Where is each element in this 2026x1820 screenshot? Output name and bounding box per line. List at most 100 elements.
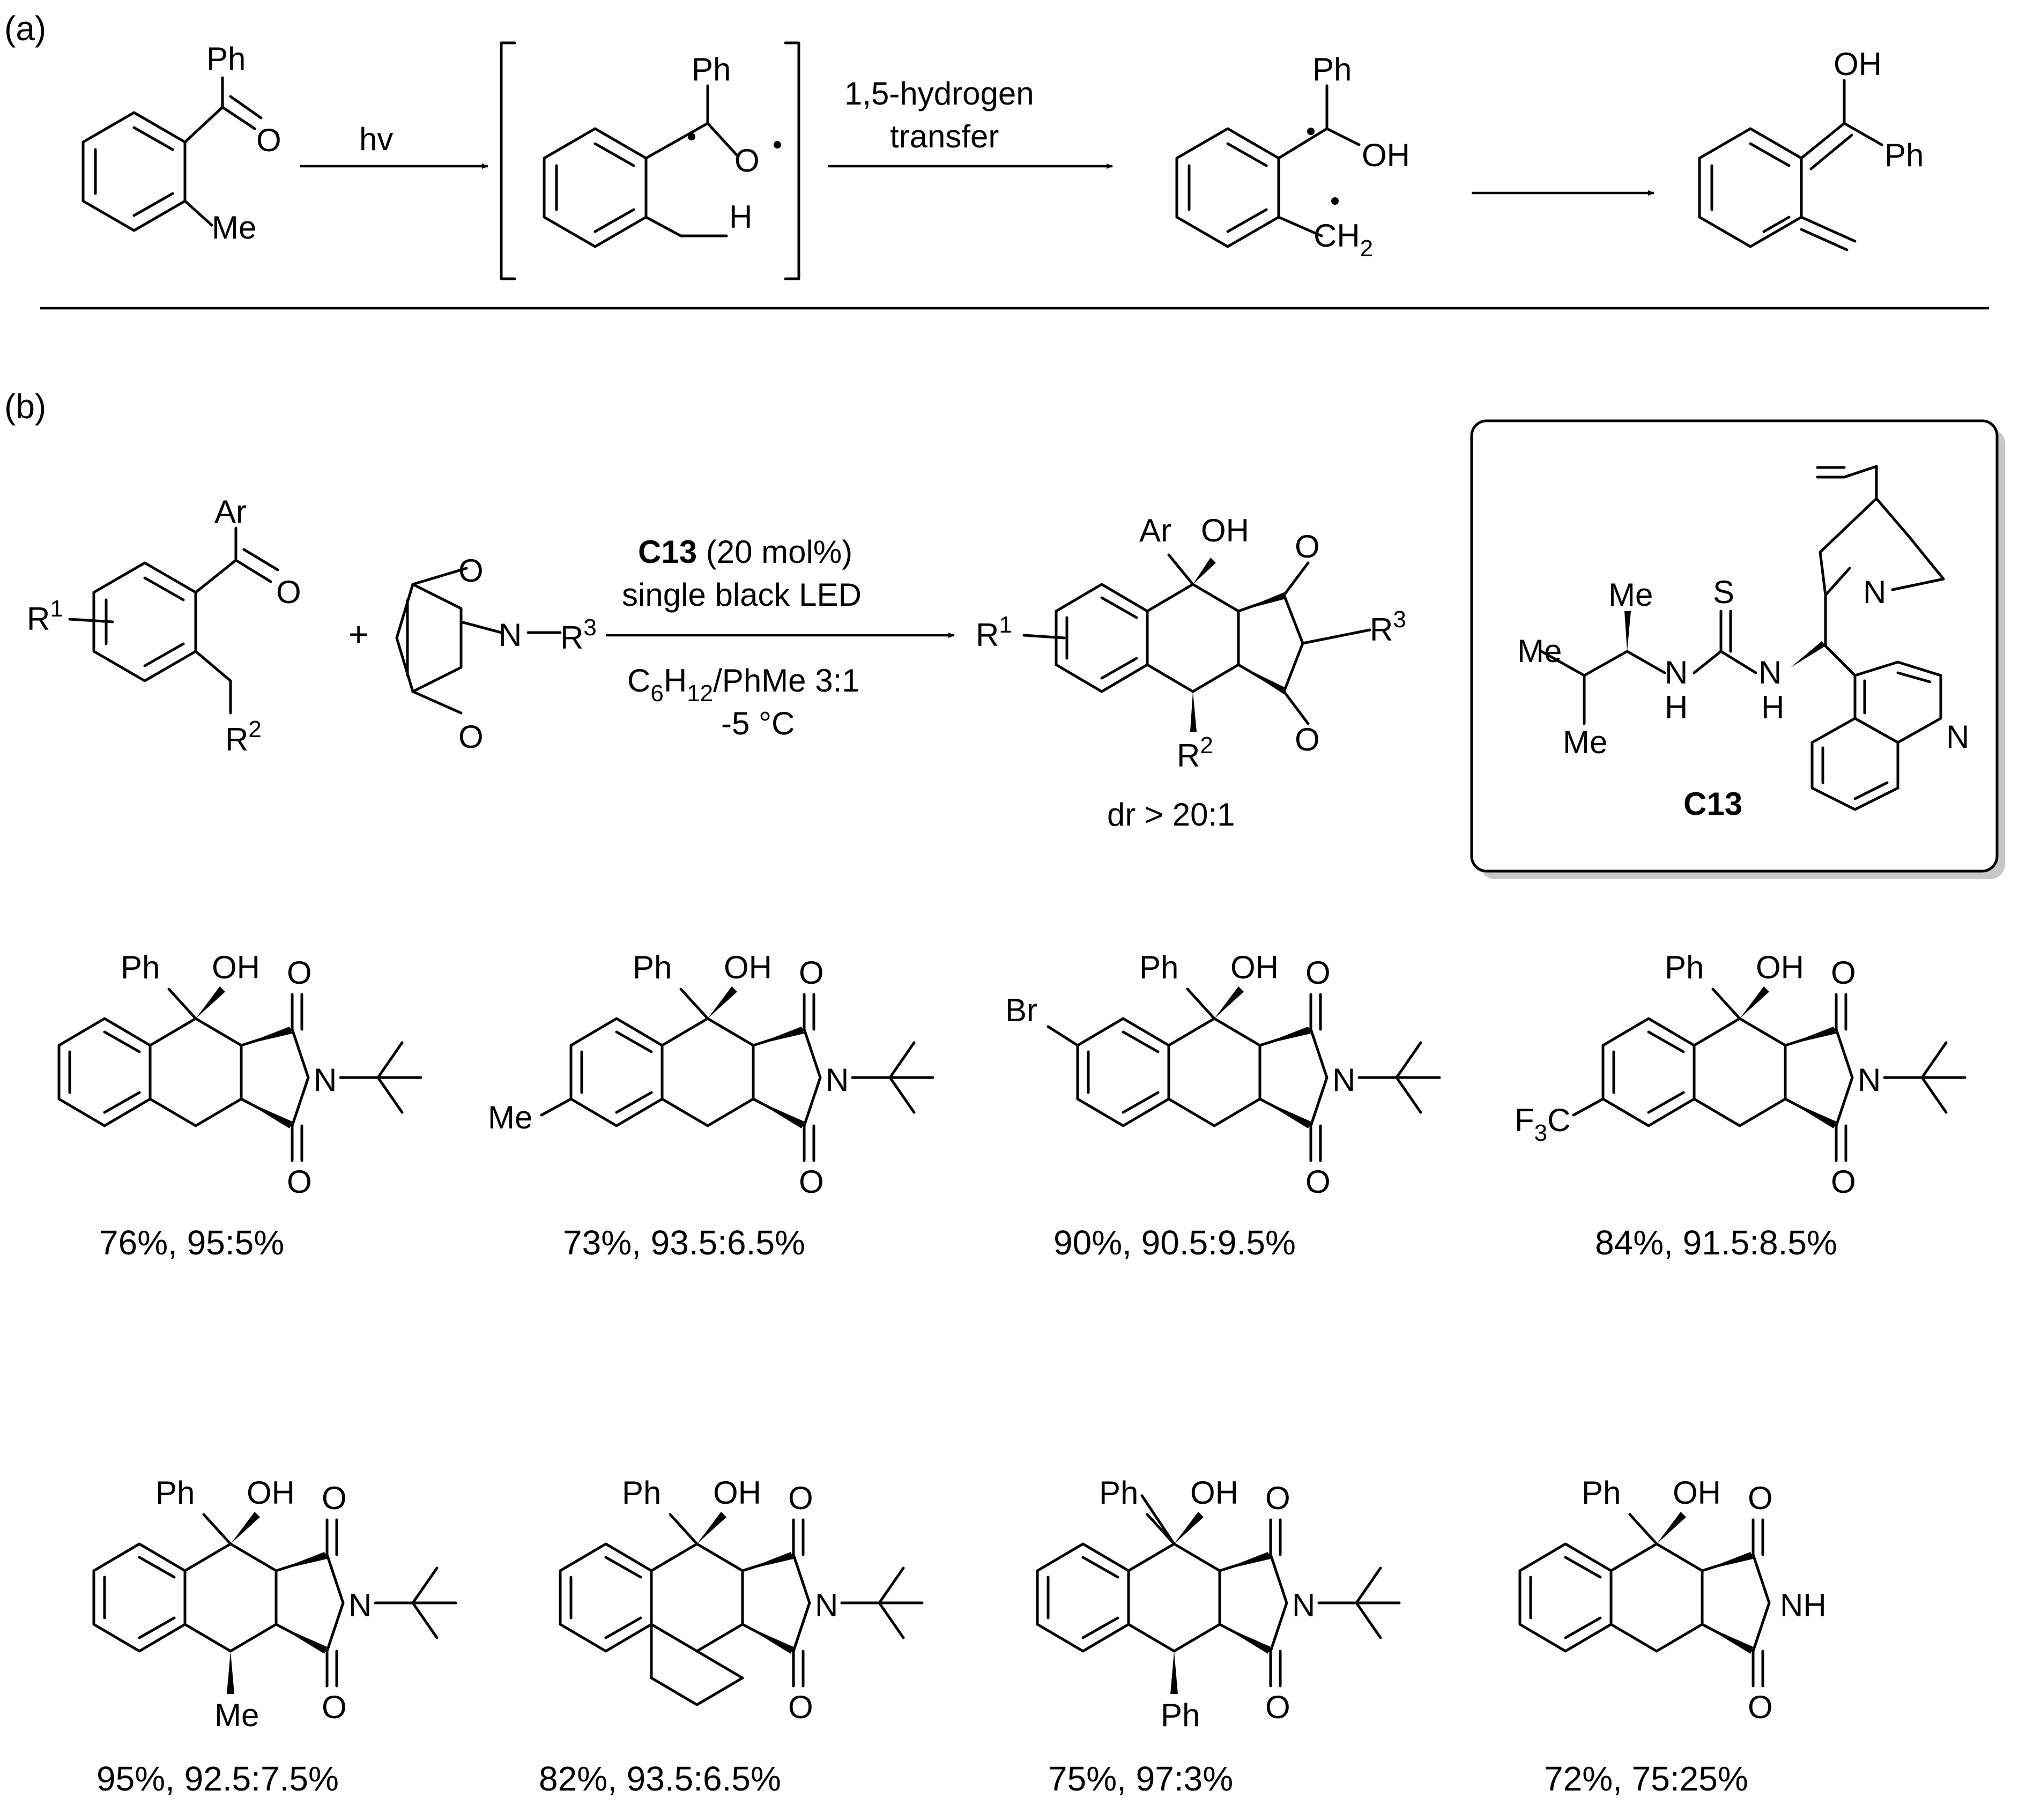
o-top-label: O [788,1480,813,1516]
oh-label: OH [212,949,260,985]
molecule-a2: Ph O H [543,51,781,248]
ph-label: Ph [1884,137,1924,173]
o-bottom-label: O [458,719,484,755]
ph-label: Ph [1161,1697,1200,1733]
o-top-label: O [1265,1480,1290,1516]
o-bottom-label: O [1295,722,1320,757]
o-bottom-label: O [1265,1689,1290,1725]
oh-label: OH [1201,512,1249,548]
me-label: Me [214,1697,259,1733]
ph-label: Ph [1665,949,1704,985]
solvent-condition: C6H12/PhMe 3:1 [627,663,860,707]
catalyst-condition: C13 (20 mol%) [638,534,852,570]
o-top-label: O [458,553,484,589]
molecule-maleimide: O O N R3 [395,553,597,755]
ph-label: Ph [1139,949,1178,985]
ph-label: Ph [1312,51,1352,87]
o-bottom-label: O [1831,1164,1856,1200]
product-result: 90%, 90.5:9.5% [1053,1223,1296,1262]
ar-label: Ar [1139,512,1171,548]
ph-label: Ph [633,949,672,985]
o-top-label: O [1748,1480,1773,1516]
h-label: H [1761,689,1784,725]
oh-label: OH [1834,46,1882,82]
oh-label: OH [1230,949,1279,985]
h-label: H [729,199,752,235]
o-bottom-label: O [1748,1689,1773,1725]
me-label: Me [1563,724,1607,760]
o-top-label: O [1295,529,1320,564]
product-result: 95%, 92.5:7.5% [97,1759,339,1798]
r2-label: R2 [225,716,262,757]
ph-label: Ph [121,949,160,985]
panel-a-label: (a) [4,9,46,48]
ph-label: Ph [622,1475,661,1511]
carbonyl-o-label: O [256,122,281,158]
s-label: S [1713,574,1734,610]
r1-label: R1 [976,612,1012,653]
n-label: N [815,1587,838,1623]
product-result: 82%, 93.5:6.5% [539,1759,781,1798]
oh-label: OH [1362,137,1410,173]
methyl-label: Me [212,210,256,246]
o-top-label: O [322,1480,347,1516]
product-3: Ph OH O O N Br [1005,949,1441,1200]
bracket-left [500,41,516,280]
molecule-a3: Ph OH CH2 [1175,51,1410,262]
oxy-radical-label: O [734,143,760,179]
ph-label: Ph [1582,1475,1621,1511]
r3-label: R3 [560,614,597,656]
molecule-a1: Ph O Me [81,41,281,246]
br-label: Br [1005,992,1037,1028]
me-label: Me [488,1100,532,1135]
quinoline-n-label: N [1946,719,1969,755]
oh-label: OH [1673,1475,1721,1511]
hat-label-2: transfer [890,118,999,154]
o-bottom-label: O [1305,1164,1331,1200]
o-top-label: O [799,955,824,991]
h-label: H [1665,689,1688,725]
n-label: N [1332,1062,1355,1098]
n-label: N [314,1062,337,1098]
oh-label: OH [713,1475,761,1511]
ph-label: Ph [1099,1475,1138,1511]
product-result: 73%, 93.5:6.5% [563,1223,805,1262]
n-label: N [1758,655,1782,690]
ph-label: Ph [692,51,731,87]
o-bottom-label: O [287,1164,312,1200]
product-result: 76%, 95:5% [99,1223,284,1262]
n-label: N [499,617,522,653]
n-label: N [826,1062,849,1098]
o-bottom-label: O [322,1689,347,1725]
product-result: 72%, 75:25% [1544,1759,1748,1798]
o-top-label: O [1305,955,1331,991]
product-result: 84%, 91.5:8.5% [1595,1223,1837,1262]
dr-label: dr > 20:1 [1107,797,1235,833]
catalyst-name: C13 [1683,786,1742,822]
o-bottom-label: O [799,1164,824,1200]
bracket-right [784,41,800,280]
oh-label: OH [247,1475,295,1511]
ph-label: Ph [155,1475,195,1511]
me-label: Me [1517,633,1562,669]
product-8: Ph OH O O NH [1518,1475,1827,1725]
o-top-label: O [1831,955,1856,991]
n-label: N [1292,1587,1315,1623]
cf3-label: F3C [1515,1102,1570,1146]
oh-label: OH [1190,1475,1238,1511]
o-top-label: O [287,955,312,991]
panel-b-label: (b) [4,387,46,426]
molecule-a4: OH Ph [1698,46,1924,251]
quinuclidine-n-label: N [1863,574,1886,610]
product-7: Ph OH O O N Ph [1036,1475,1401,1733]
hat-label-1: 1,5-hydrogen [844,76,1034,112]
catalyst-box [1470,419,1999,873]
r3-label: R3 [1370,606,1406,648]
nh-label: NH [1780,1587,1827,1623]
molecule-general-product: Ar OH O O R1 R3 R2 [976,512,1406,774]
